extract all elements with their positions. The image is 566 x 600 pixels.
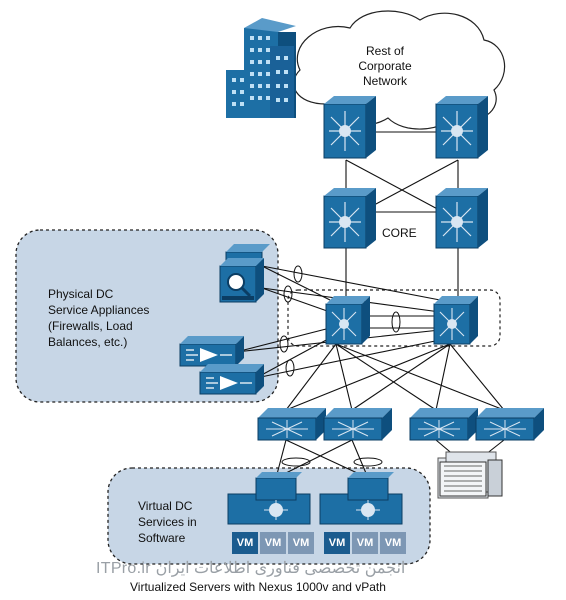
- vm-badge: VM: [288, 532, 314, 554]
- access-switch: [409, 408, 478, 441]
- load-balancer-icon: [179, 336, 244, 367]
- physical-appliances-label: Physical DC Service Appliances (Firewall…: [48, 287, 150, 349]
- virtual-services-label: Virtual DC Services in Software: [138, 499, 197, 545]
- aggregation-switch-right: [433, 296, 478, 345]
- virtualized-server-left: [227, 472, 311, 525]
- enterprise-building-icon: [226, 18, 296, 118]
- access-switch: [323, 408, 392, 441]
- core-switch-top-left: [323, 96, 376, 159]
- access-switch: [475, 408, 544, 441]
- core-switch-right: [435, 188, 488, 249]
- watermark-text: ITPro.ir انجمن تخصصی فناوری اطلاعات ایرا…: [96, 560, 406, 577]
- virtualized-server-right: [319, 472, 403, 525]
- firewall-icon: [219, 244, 270, 303]
- port-channel-markers: [279, 265, 401, 467]
- load-balancer-icon: [199, 364, 264, 395]
- aggregation-zone: [287, 289, 501, 347]
- vm-badge: VM: [380, 532, 406, 554]
- aggregation-switch-left: [325, 296, 370, 345]
- core-switch-left: [323, 188, 376, 249]
- diagram-caption: Virtualized Servers with Nexus 1000v and…: [130, 580, 386, 594]
- blade-server-rack-icon: [437, 451, 503, 499]
- vm-badge: VM: [352, 532, 378, 554]
- vm-badge: VM: [260, 532, 286, 554]
- access-switch: [257, 408, 326, 441]
- core-label: CORE: [382, 226, 417, 240]
- cloud-label: Rest of Corporate Network: [358, 44, 412, 88]
- vm-badge: VM: [232, 532, 258, 554]
- vm-badge: VM: [324, 532, 350, 554]
- core-switch-top-right: [435, 96, 488, 159]
